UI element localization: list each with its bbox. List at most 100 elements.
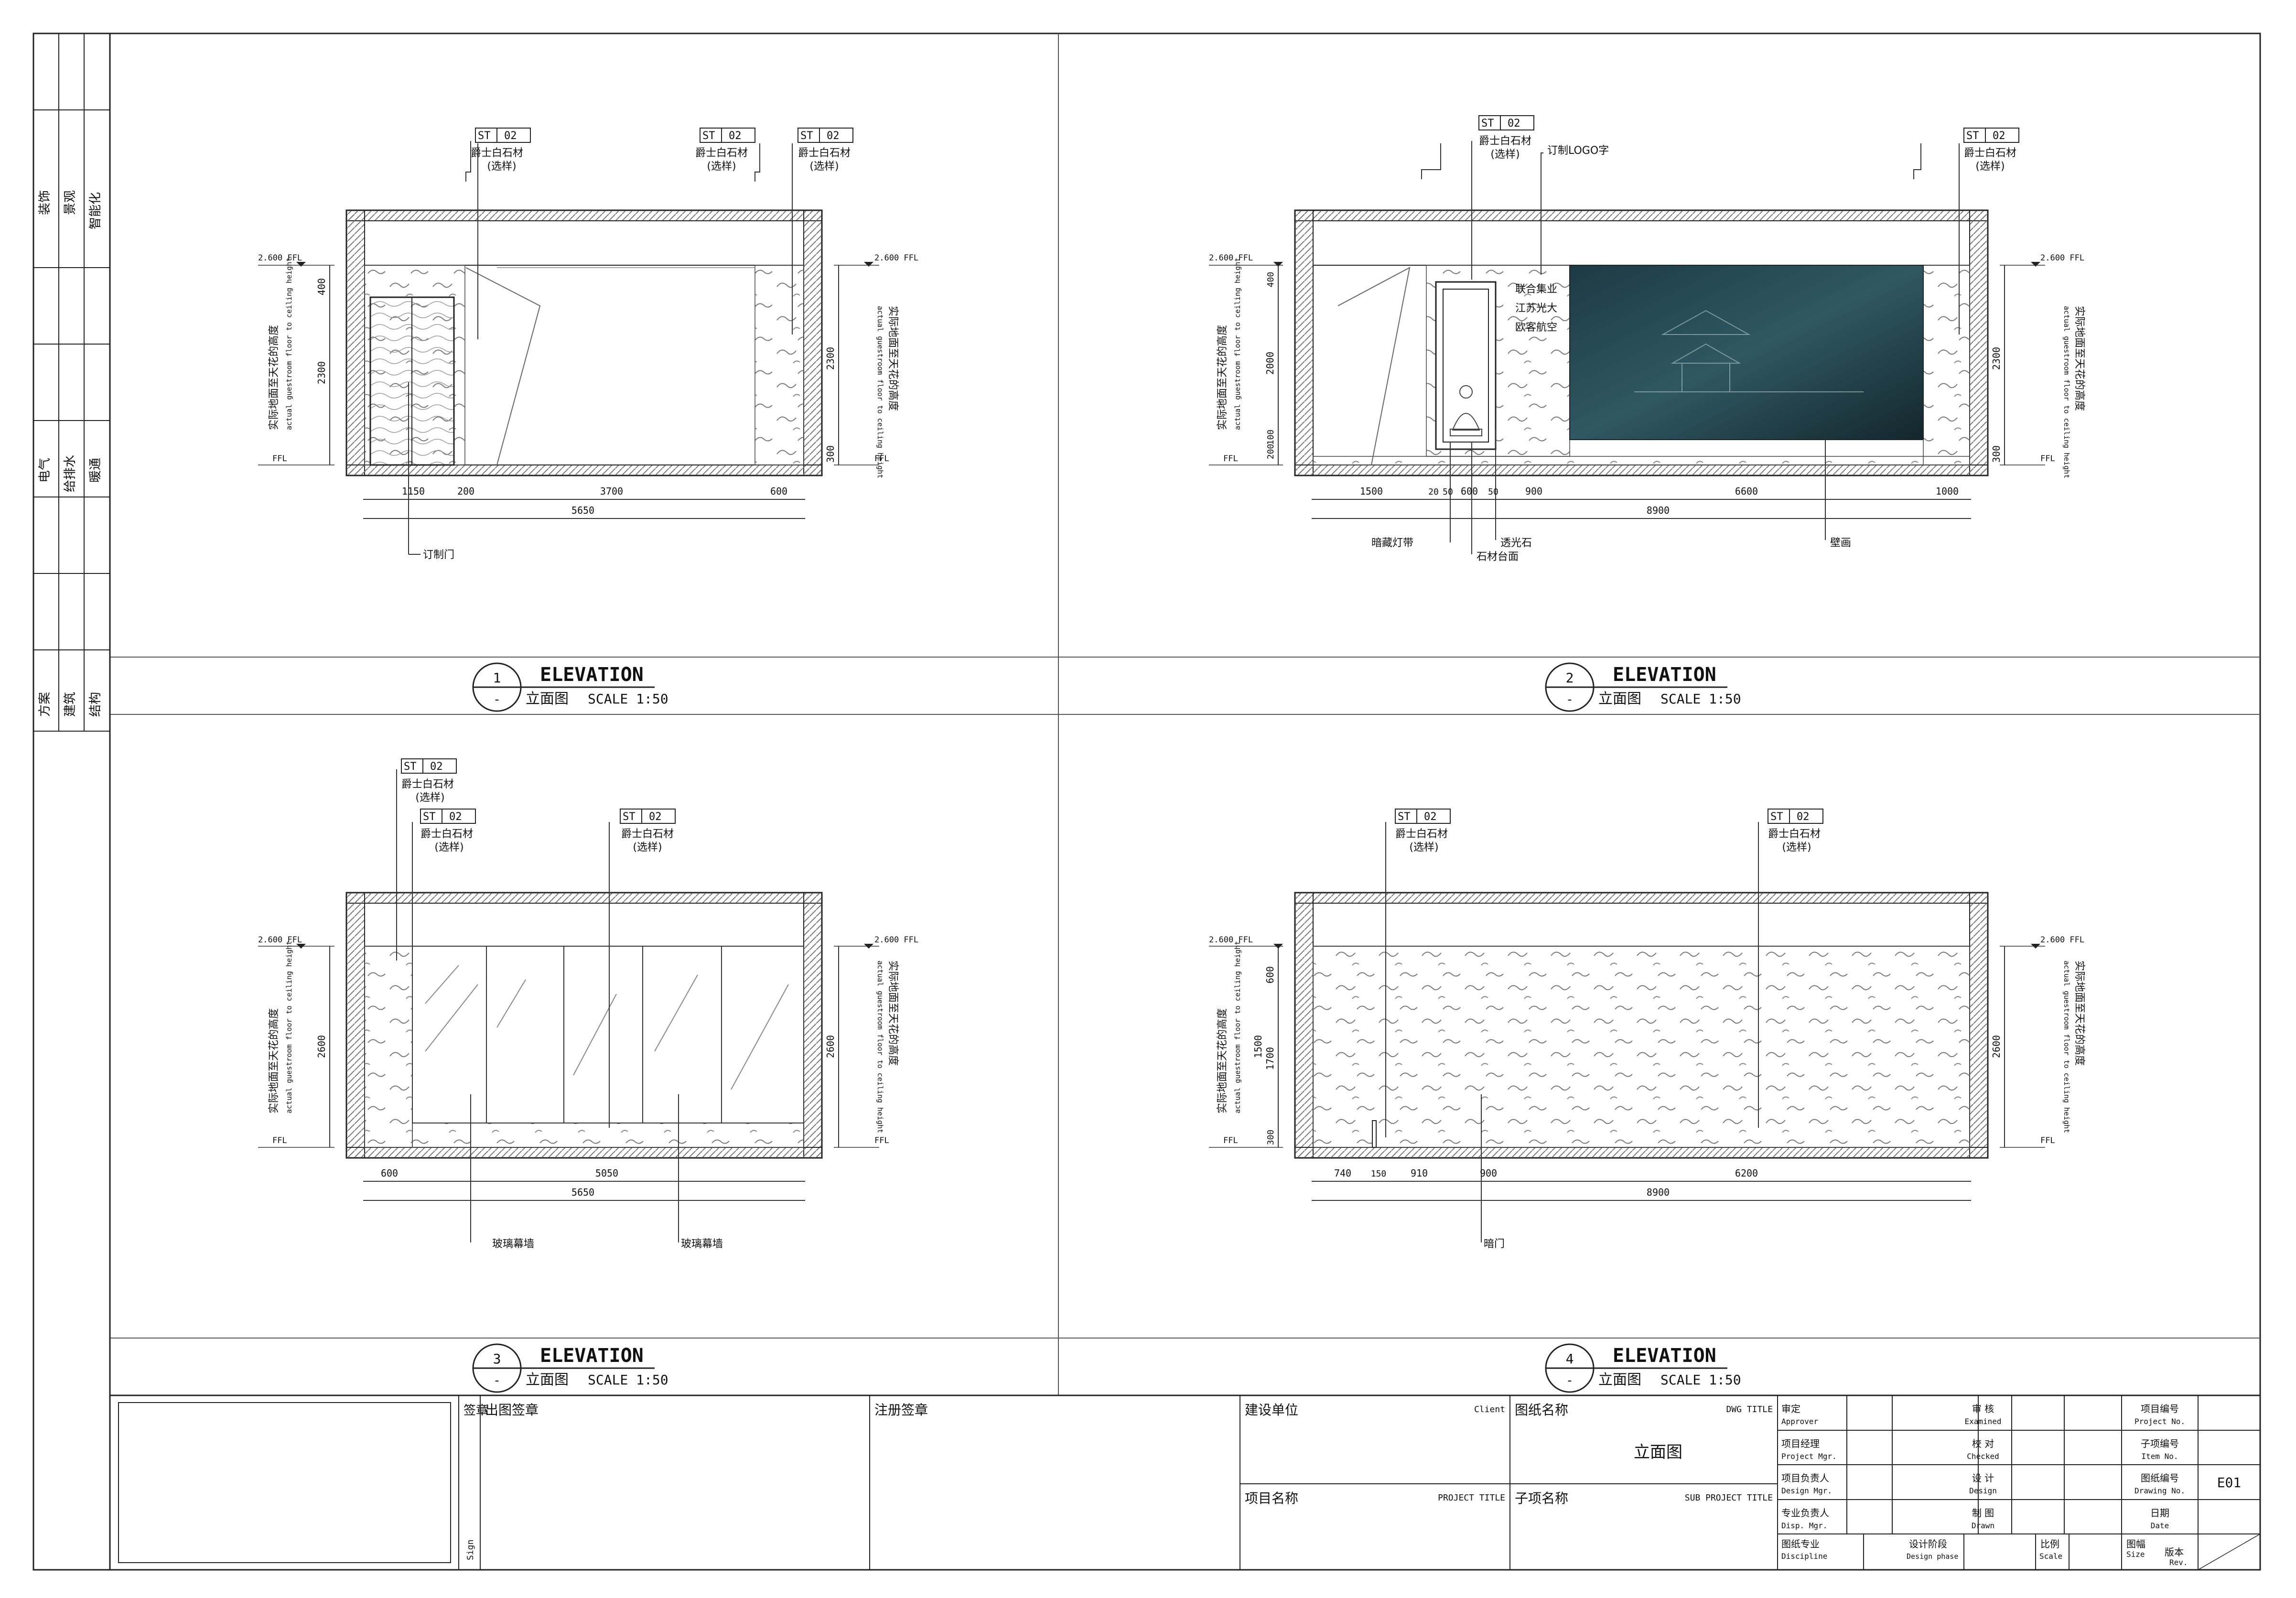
svg-text:(选样): (选样)	[809, 161, 839, 173]
svg-text:(选样): (选样)	[1490, 149, 1520, 161]
svg-text:爵士白石材: 爵士白石材	[1768, 828, 1821, 840]
svg-text:2000: 2000	[1264, 352, 1276, 375]
label-custom-door: 订制门	[423, 549, 454, 561]
svg-text:图纸编号: 图纸编号	[2141, 1472, 2179, 1484]
svg-text:02: 02	[1508, 118, 1520, 130]
svg-text:2300: 2300	[316, 361, 327, 384]
svg-text:FFL: FFL	[1223, 1136, 1238, 1145]
svg-text:-: -	[1566, 1373, 1574, 1388]
svg-text:爵士白石材: 爵士白石材	[695, 147, 748, 159]
svg-text:Design: Design	[1969, 1486, 1997, 1495]
svg-text:actual guestroom floor to ceil: actual guestroom floor to ceiling height	[285, 941, 293, 1113]
svg-text:Project Mgr.: Project Mgr.	[1781, 1452, 1837, 1461]
svg-text:400: 400	[316, 278, 327, 295]
buddha-figure	[1450, 385, 1482, 436]
svg-text:600: 600	[381, 1167, 398, 1179]
discipline-strip	[33, 33, 110, 732]
svg-text:actual guestroom floor to ceil: actual guestroom floor to ceiling height	[876, 306, 884, 478]
disc-label-landscape: 景观	[63, 190, 77, 215]
svg-text:150: 150	[1371, 1169, 1387, 1179]
svg-text:6600: 6600	[1735, 486, 1758, 497]
svg-text:100: 100	[1266, 430, 1276, 445]
svg-text:ST: ST	[1966, 130, 1979, 142]
backlit-stone-niche	[1435, 281, 1497, 450]
caption-elevation-1: 1 - ELEVATION 立面图 SCALE 1:50	[472, 662, 668, 712]
label-translucent-stone: 透光石	[1500, 537, 1532, 549]
svg-text:02: 02	[1993, 130, 2005, 142]
svg-text:ST: ST	[404, 761, 417, 773]
logo-box	[118, 1402, 451, 1563]
svg-text:FFL: FFL	[272, 1136, 287, 1145]
label-mural: 壁画	[1830, 537, 1851, 549]
svg-text:1700: 1700	[1264, 1047, 1276, 1070]
svg-text:02: 02	[827, 130, 840, 142]
svg-text:1500: 1500	[1252, 1035, 1264, 1058]
svg-text:爵士白石材: 爵士白石材	[401, 778, 454, 790]
label-hidden-door: 暗门	[1484, 1238, 1505, 1250]
svg-text:实际地面至天花的高度: 实际地面至天花的高度	[887, 306, 899, 411]
svg-text:ST: ST	[423, 811, 436, 823]
svg-text:02: 02	[729, 130, 742, 142]
svg-text:图幅: 图幅	[2126, 1538, 2145, 1550]
material-tags: ST 02 爵士白石材 (选样) ST 02 爵士白石材 (选样) ST 02 …	[401, 115, 2019, 853]
svg-text:1150: 1150	[402, 486, 425, 497]
svg-text:DWG TITLE: DWG TITLE	[1726, 1404, 1773, 1414]
svg-text:Scale: Scale	[2039, 1552, 2062, 1561]
st-tag-e3-c: ST 02 爵士白石材 (选样)	[620, 809, 676, 853]
svg-text:ST: ST	[1770, 811, 1783, 823]
caption-elevation-4: 4 - ELEVATION 立面图 SCALE 1:50	[1545, 1343, 1741, 1393]
svg-text:8900: 8900	[1647, 1187, 1670, 1198]
svg-text:(选样): (选样)	[415, 792, 444, 804]
svg-text:actual guestroom floor to ceil: actual guestroom floor to ceiling height	[285, 258, 293, 430]
svg-text:FFL: FFL	[2040, 454, 2055, 464]
svg-text:ST: ST	[800, 130, 813, 142]
svg-text:Examined: Examined	[1964, 1417, 2001, 1426]
svg-text:制 图: 制 图	[1972, 1507, 1994, 1519]
svg-text:Client: Client	[1474, 1404, 1505, 1414]
svg-text:740: 740	[1334, 1167, 1351, 1179]
svg-text:2.600 FFL: 2.600 FFL	[1209, 253, 1253, 263]
svg-text:爵士白石材: 爵士白石材	[1479, 135, 1531, 147]
svg-text:actual guestroom floor to ceil: actual guestroom floor to ceiling height	[876, 961, 884, 1133]
svg-text:FFL: FFL	[2040, 1136, 2055, 1145]
svg-text:Design Mgr.: Design Mgr.	[1781, 1486, 1832, 1495]
svg-text:Disp. Mgr.: Disp. Mgr.	[1781, 1521, 1827, 1530]
svg-text:SCALE 1:50: SCALE 1:50	[588, 691, 668, 707]
svg-text:50: 50	[1488, 487, 1498, 497]
svg-text:900: 900	[1480, 1167, 1497, 1179]
svg-text:审 核: 审 核	[1972, 1403, 1994, 1414]
disc-label-scheme: 方案	[38, 692, 52, 717]
svg-text:PROJECT TITLE: PROJECT TITLE	[1438, 1493, 1505, 1503]
svg-text:3: 3	[493, 1351, 501, 1367]
svg-text:Date: Date	[2151, 1521, 2169, 1530]
svg-text:50: 50	[1443, 487, 1453, 497]
svg-text:5650: 5650	[571, 1187, 594, 1198]
st-tag-e3-a: ST 02 爵士白石材 (选样)	[401, 758, 457, 804]
svg-text:审定: 审定	[1781, 1403, 1800, 1414]
title-block: 签章 签章 Sign 出图签章 注册签章 建设单位 Client 项目名称 PR…	[109, 1394, 2261, 1571]
svg-text:实际地面至天花的高度: 实际地面至天花的高度	[1217, 1008, 1229, 1113]
svg-text:实际地面至天花的高度: 实际地面至天花的高度	[1217, 325, 1229, 430]
svg-text:爵士白石材: 爵士白石材	[621, 828, 674, 840]
disc-label-design: 装饰	[38, 190, 52, 215]
svg-text:2.600 FFL: 2.600 FFL	[874, 253, 918, 263]
svg-text:Project No.: Project No.	[2134, 1417, 2185, 1426]
svg-text:图纸名称: 图纸名称	[1515, 1402, 1568, 1418]
svg-text:5050: 5050	[595, 1167, 618, 1179]
svg-text:比例: 比例	[2040, 1538, 2059, 1550]
svg-text:-: -	[493, 1373, 501, 1388]
svg-text:2300: 2300	[825, 347, 836, 370]
st-tag-e3-b: ST 02 爵士白石材 (选样)	[420, 809, 476, 853]
svg-text:20: 20	[1428, 487, 1439, 497]
svg-text:2: 2	[1566, 670, 1574, 686]
svg-text:actual guestroom floor to ceil: actual guestroom floor to ceiling height	[2062, 961, 2071, 1133]
svg-text:爵士白石材: 爵士白石材	[1395, 828, 1448, 840]
svg-text:项目编号: 项目编号	[2141, 1403, 2179, 1414]
svg-text:Checked: Checked	[1967, 1452, 1999, 1461]
svg-text:FFL: FFL	[272, 454, 287, 464]
svg-text:1500: 1500	[1360, 486, 1383, 497]
svg-text:爵士白石材: 爵士白石材	[420, 828, 473, 840]
logo-line-3: 欧客航空	[1515, 322, 1557, 334]
caption-elevation-2: 2 - ELEVATION 立面图 SCALE 1:50	[1545, 662, 1741, 712]
svg-text:SUB PROJECT TITLE: SUB PROJECT TITLE	[1685, 1493, 1773, 1503]
